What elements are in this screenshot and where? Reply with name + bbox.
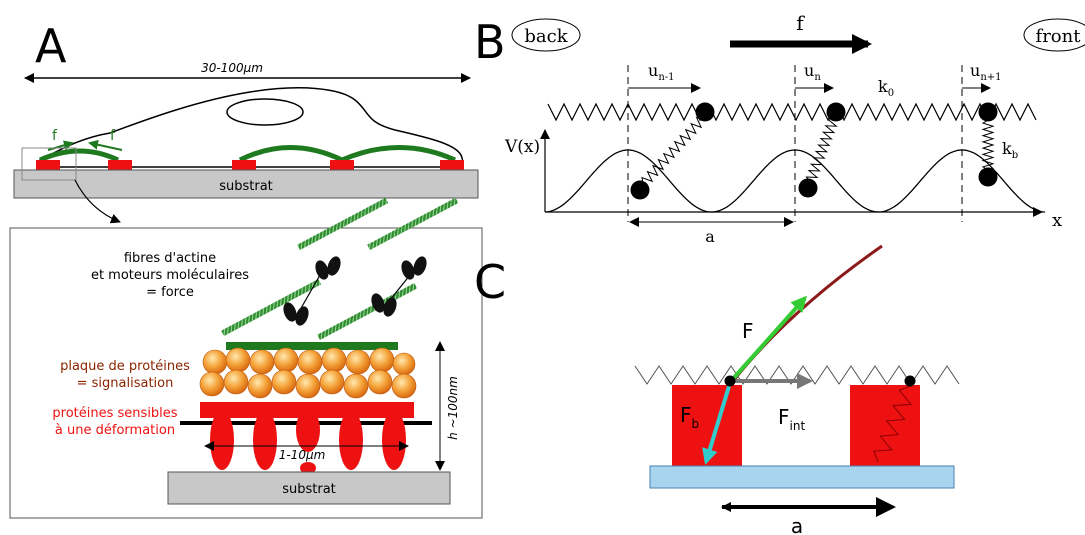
actin-text-line1: fibres d'actine <box>124 251 216 266</box>
adhesion-plaque <box>330 160 354 170</box>
panel-c: C F Fb Fint a <box>474 244 960 535</box>
myosin-head <box>283 302 297 322</box>
sensor-text-line1: protéines sensibles <box>52 406 177 421</box>
back-label: back <box>524 26 568 47</box>
F-label: F <box>742 319 754 343</box>
nucleus <box>226 98 304 126</box>
adhesion-plaque <box>108 160 132 170</box>
Fb-label: Fb <box>680 403 699 431</box>
actin-filament <box>221 279 322 337</box>
actin-filament <box>367 197 459 250</box>
panel-b-label: B <box>474 15 506 69</box>
adhesion-plaque <box>232 160 256 170</box>
u-next-label: un+1 <box>970 61 1002 83</box>
protein-plaque <box>199 347 417 399</box>
force-F-arrow <box>729 295 807 383</box>
chain-node <box>904 375 916 387</box>
substrate <box>13 169 479 199</box>
chain-particle <box>826 102 846 122</box>
x-axis-label: x <box>1052 210 1062 231</box>
myosin-head <box>383 297 397 317</box>
substrate-particle <box>630 180 650 200</box>
substrate-base <box>649 465 955 489</box>
u-prev-label: un-1 <box>648 61 675 83</box>
substrate-particle <box>798 178 818 198</box>
spacing-label-c: a <box>791 514 803 535</box>
k0-label: k0 <box>878 77 894 99</box>
spring-k0 <box>547 102 1037 122</box>
force-label-f: f <box>796 11 805 35</box>
block-spring <box>873 385 913 463</box>
potential-label: V(x) <box>504 137 540 157</box>
myosin-head <box>371 293 385 313</box>
actin-fibers <box>221 197 459 341</box>
sensor-text-line2: à une déformation <box>55 423 175 438</box>
chain-particle <box>978 102 998 122</box>
myosin-head <box>315 260 329 280</box>
sensor-protein <box>339 410 363 470</box>
actin-filament <box>297 197 389 250</box>
front-label: front <box>1036 26 1082 47</box>
plaque-text-line2: = signalisation <box>77 376 174 391</box>
myosin-head <box>413 256 427 276</box>
actin-text-line2: et moteurs moléculaires <box>91 268 249 283</box>
panel-c-label: C <box>474 255 506 309</box>
substrate-block <box>850 385 920 467</box>
sensor-protein <box>300 462 316 474</box>
substrate-label: substrat <box>219 179 273 194</box>
actin-anchor-bar <box>226 342 398 350</box>
zoom-region <box>21 147 77 181</box>
force-arrow <box>47 140 74 151</box>
cell-width-label: 30-100µm <box>201 61 263 75</box>
force-label: f <box>110 128 116 144</box>
Fint-label: Fint <box>778 405 805 433</box>
adhesion-plaque <box>36 160 60 170</box>
panel-a-label: A <box>35 19 67 73</box>
period-label: a <box>705 227 715 246</box>
actin-text-line3: = force <box>146 285 194 300</box>
zoom-substrate-label: substrat <box>282 482 336 497</box>
spring-kb <box>981 119 995 171</box>
actin-arc <box>38 148 120 163</box>
spacing-label: 1-10µm <box>279 448 326 462</box>
substrate-particle <box>978 167 998 187</box>
actin-arc <box>341 145 457 163</box>
adhesion-plaque <box>440 160 464 170</box>
panel-b: B back front f un-1 un un+1 k0 kb V(x) x… <box>474 11 1085 246</box>
sensor-protein <box>382 410 406 470</box>
filament-tail <box>731 244 883 382</box>
actin-arc <box>238 145 344 163</box>
front-ellipse <box>1023 18 1085 52</box>
force-label: f <box>52 128 58 144</box>
plaque-text-line1: plaque de protéines <box>60 359 190 374</box>
spring-kb <box>641 117 704 185</box>
myosin-head <box>327 256 341 276</box>
force-arrow <box>88 139 123 151</box>
zoom-substrate <box>167 471 451 505</box>
height-label: h ~100nm <box>446 376 460 440</box>
sensor-protein <box>296 408 320 452</box>
chain-particle <box>695 102 715 122</box>
sensor-protein <box>253 410 277 470</box>
force-Fb-arrow <box>702 382 732 465</box>
kb-label: kb <box>1002 139 1018 161</box>
sensor-protein <box>210 410 234 470</box>
zoom-arrow <box>74 179 121 224</box>
spring-kb <box>805 117 838 183</box>
potential-curve <box>544 149 1046 213</box>
back-ellipse <box>511 18 581 52</box>
chain-node <box>724 375 736 387</box>
u-curr-label: un <box>804 61 821 83</box>
myosin-head <box>401 260 415 280</box>
myosin-head <box>295 306 309 326</box>
panel-a: A 30-100µm f f substrat <box>9 19 483 519</box>
